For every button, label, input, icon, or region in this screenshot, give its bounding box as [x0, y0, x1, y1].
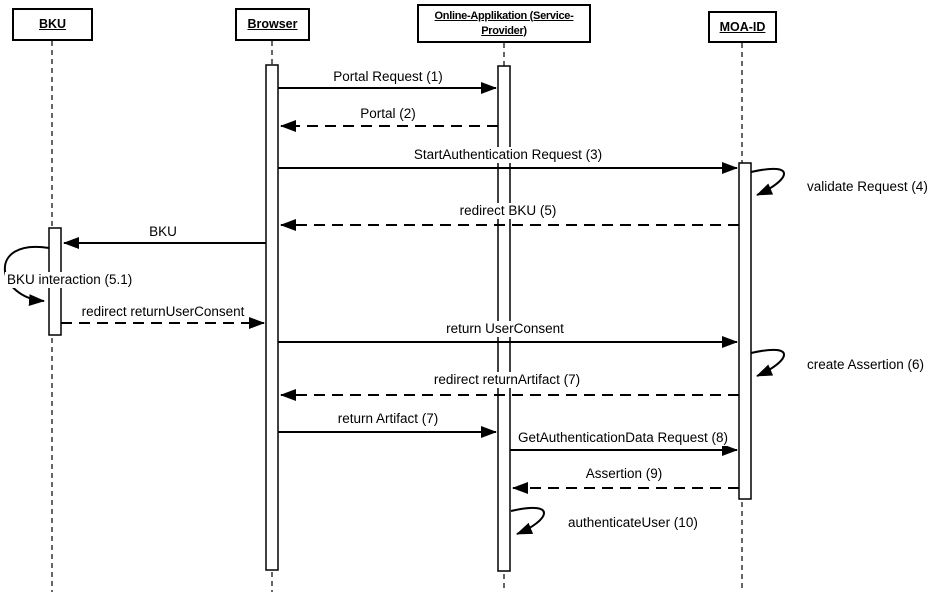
activation-moa-id [738, 162, 752, 500]
message-label-redirect-return-user-consent: redirect returnUserConsent [79, 304, 247, 320]
actor-browser-label: Browser [247, 17, 298, 31]
message-label-authenticate-user: authenticateUser (10) [566, 515, 700, 531]
message-label-create-assertion: create Assertion (6) [805, 357, 927, 373]
activation-browser [265, 64, 279, 571]
message-label-bku: BKU [147, 224, 179, 240]
message-label-assertion-return: Assertion (9) [583, 466, 665, 482]
message-label-bku-interaction: BKU interaction (5.1) [5, 272, 135, 288]
message-label-redirect-bku: redirect BKU (5) [457, 203, 559, 219]
actor-bku-label: BKU [38, 17, 67, 31]
actor-online-app-label: Online-Applikation (Service- Provider) [435, 9, 574, 39]
message-label-redirect-return-artifact: redirect returnArtifact (7) [431, 372, 583, 388]
message-label-return-user-consent: return UserConsent [444, 321, 566, 337]
actor-browser: Browser [235, 8, 310, 41]
arrow-create-assertion-self [750, 348, 785, 377]
actor-moa-id-label: MOA-ID [719, 19, 766, 34]
message-label-return-artifact: return Artifact (7) [335, 411, 441, 427]
actor-online-app-label-line2: Provider) [481, 24, 527, 37]
actor-online-app-label-line1: Online-Applikation (Service- [434, 9, 574, 22]
actor-moa-id: MOA-ID [708, 11, 777, 43]
message-label-validate-request: validate Request (4) [805, 179, 930, 195]
actor-bku: BKU [12, 8, 93, 41]
arrow-validate-request-self [750, 167, 785, 196]
message-label-get-authentication-data-request: GetAuthenticationData Request (8) [515, 430, 731, 446]
message-label-portal-return: Portal (2) [358, 106, 418, 122]
message-label-portal-request: Portal Request (1) [331, 69, 445, 85]
arrow-bku-interaction-self [3, 245, 50, 307]
actor-online-app: Online-Applikation (Service- Provider) [417, 4, 591, 43]
message-label-start-authentication-request: StartAuthentication Request (3) [411, 147, 605, 163]
activation-online-app [497, 65, 511, 572]
arrow-authenticate-user-self [510, 506, 545, 535]
